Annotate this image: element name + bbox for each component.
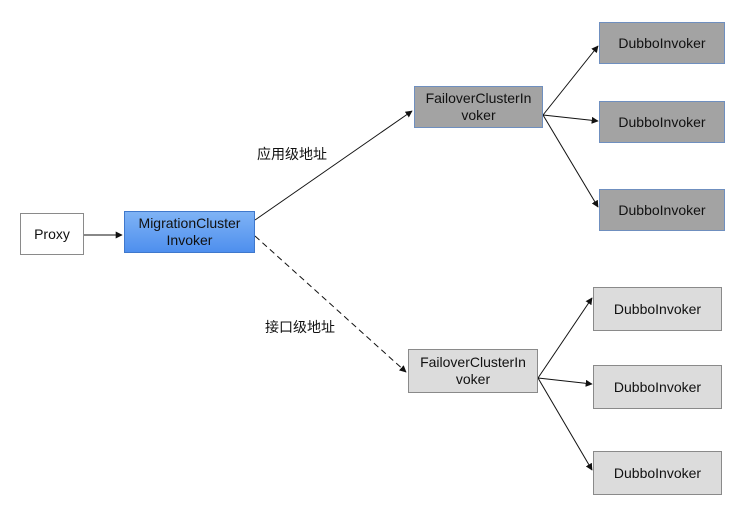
proxy-label: Proxy — [34, 225, 70, 242]
edge-migration-to-iface-failover — [254, 235, 407, 373]
iface-dubbo-invoker-node: DubboInvoker — [593, 287, 722, 331]
iface-dubbo-label: DubboInvoker — [613, 300, 702, 317]
iface-failover-label-line-1: FailoverClusterIn — [420, 354, 526, 370]
edge-app-failover-to-dubbo-1 — [542, 45, 599, 116]
app-dubbo-invoker-node: DubboInvoker — [599, 22, 725, 64]
app-level-address-label: 应用级地址 — [257, 147, 327, 163]
iface-failover-label-line-2: voker — [455, 371, 491, 387]
interface-level-address-label: 接口级地址 — [265, 320, 335, 336]
iface-dubbo-label: DubboInvoker — [613, 378, 702, 395]
edge-app-failover-to-dubbo-3 — [542, 114, 599, 208]
iface-failover-cluster-invoker-node: FailoverClusterIn voker — [408, 349, 538, 393]
proxy-node: Proxy — [20, 213, 84, 255]
app-failover-cluster-invoker-node: FailoverClusterIn voker — [414, 86, 543, 128]
app-failover-label-line-1: FailoverClusterIn — [425, 90, 532, 106]
app-dubbo-invoker-node: DubboInvoker — [599, 101, 725, 143]
edge-migration-to-app-failover — [254, 110, 413, 221]
app-dubbo-label: DubboInvoker — [618, 201, 706, 218]
app-dubbo-invoker-node: DubboInvoker — [599, 189, 725, 231]
edge-iface-failover-to-dubbo-1 — [537, 297, 593, 379]
app-failover-label-line-2: voker — [461, 107, 496, 123]
iface-dubbo-invoker-node: DubboInvoker — [593, 365, 722, 409]
iface-dubbo-invoker-node: DubboInvoker — [593, 451, 722, 495]
app-dubbo-label: DubboInvoker — [618, 34, 706, 51]
app-dubbo-label: DubboInvoker — [618, 113, 706, 130]
edge-iface-failover-to-dubbo-2 — [537, 377, 593, 387]
migration-label-line-2: Invoker — [166, 232, 213, 248]
migration-label-line-1: MigrationCluster — [138, 215, 241, 231]
iface-dubbo-label: DubboInvoker — [613, 464, 702, 481]
migration-cluster-invoker-node: MigrationCluster Invoker — [124, 211, 255, 253]
edge-app-failover-to-dubbo-2 — [542, 114, 599, 124]
edge-iface-failover-to-dubbo-3 — [537, 377, 593, 471]
